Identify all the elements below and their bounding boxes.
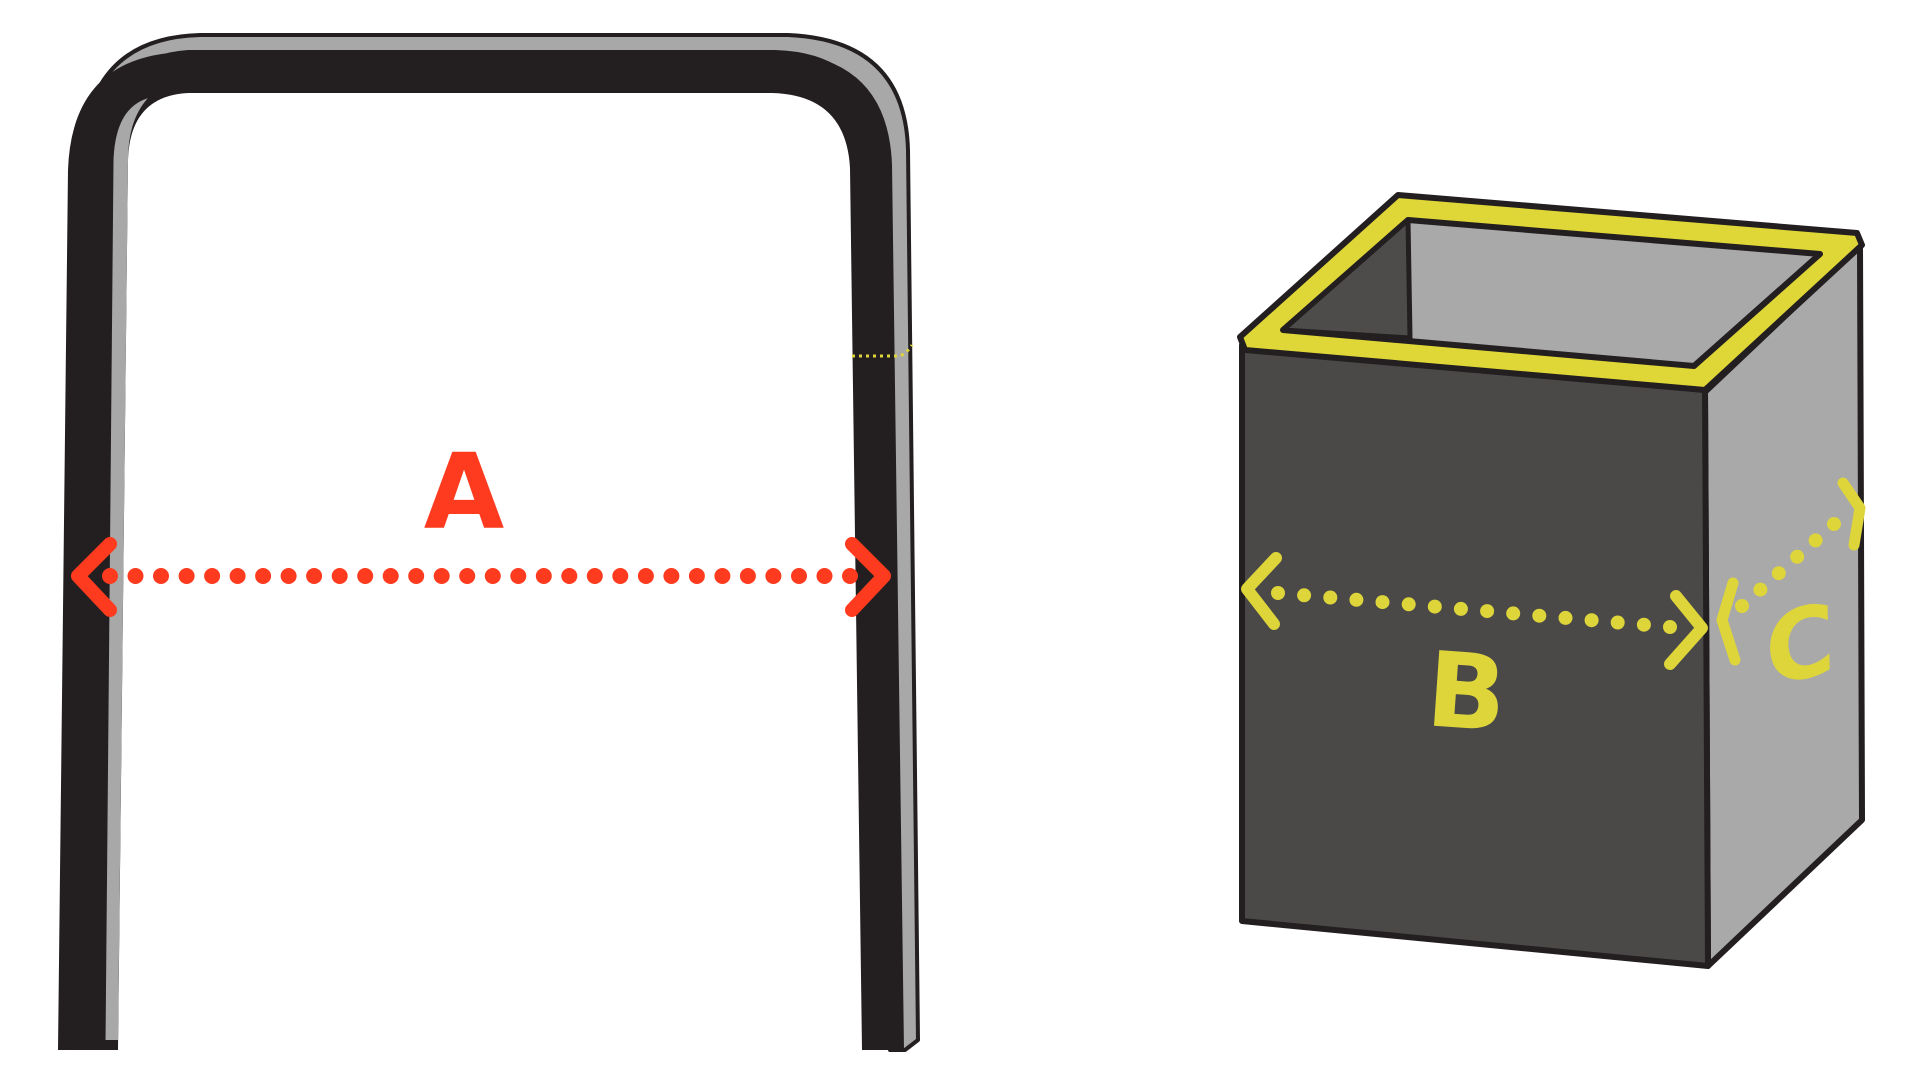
dimension-a-dotted-line [102,568,858,584]
dimension-dot [1735,599,1749,613]
dimension-dot [637,568,654,584]
dimension-dot [153,568,169,584]
dimension-dot [765,568,782,584]
dimension-dot [459,568,476,584]
dimension-dot [1480,604,1495,619]
dimension-c: C [1716,477,1866,707]
dimension-dot [331,568,348,584]
box-inner-wall [1280,217,1413,341]
chevron-left-icon [1716,577,1741,666]
dimension-dot [1349,592,1364,607]
dimension-dot [535,568,552,584]
dimension-dot [1790,549,1805,564]
dimension-dot [255,568,272,584]
dimension-dot [280,568,297,584]
dimension-dot [1427,599,1442,614]
dimension-dot [102,568,118,584]
dimension-dot [1297,588,1312,603]
dimension-dot [1584,613,1599,628]
chevron-left-icon [71,537,117,617]
dimension-dot [433,568,450,584]
dimension-dot [306,568,323,584]
dimension-dot [510,568,527,584]
dimension-dot [408,568,425,584]
dimension-dot [178,568,195,584]
dimension-dot [739,568,756,584]
dimension-dot [1636,617,1651,632]
chevron-left-icon [1241,552,1282,630]
dimension-dot [1827,517,1841,531]
dimension-dot [357,568,374,584]
dimension-dot [586,568,603,584]
dimension-dot [1663,620,1677,634]
dimension-dot [842,568,858,584]
dimension-dot [1753,582,1768,597]
dimension-dot [688,568,705,584]
dimension-a-label: A [424,431,505,553]
dimension-dot [1453,601,1468,616]
dimension-dot [127,568,144,584]
dimension-dot [714,568,731,584]
chevron-right-icon [1664,590,1708,670]
dimension-dot [484,568,501,584]
dimension-dot [1558,610,1573,625]
tube-inner-edge [102,94,151,1046]
dimension-dot [816,568,833,584]
dimension-b-label: B [1423,628,1511,755]
chevron-right-icon [845,537,891,617]
dimension-dot [1506,606,1521,621]
dimension-dot [1271,586,1285,600]
tube-highlight-left [104,98,148,1040]
dimension-b-dotted-line [1271,586,1677,634]
dimension-a: A [71,431,891,617]
dimension-dot [1401,597,1416,612]
dimension-dot [382,568,399,584]
dimension-c-dotted-line [1735,517,1841,613]
dimension-dot [791,568,807,584]
dimension-b: B [1241,552,1708,756]
dimension-dot [612,568,629,584]
u-shaped-tube-icon [58,33,920,1052]
chevron-right-icon [1837,477,1866,551]
dimension-dot [229,568,246,584]
rectangular-box-icon [1237,192,1865,969]
dimension-dot [1375,595,1390,610]
dimension-dot [1808,533,1823,548]
dimension-dot [561,568,578,584]
dimension-dot [1610,615,1625,630]
dimension-dot [1323,590,1338,605]
dimension-dot [204,568,221,584]
dimension-dot [663,568,680,584]
dimension-dot [1532,608,1547,623]
dimension-dot [1771,566,1786,581]
